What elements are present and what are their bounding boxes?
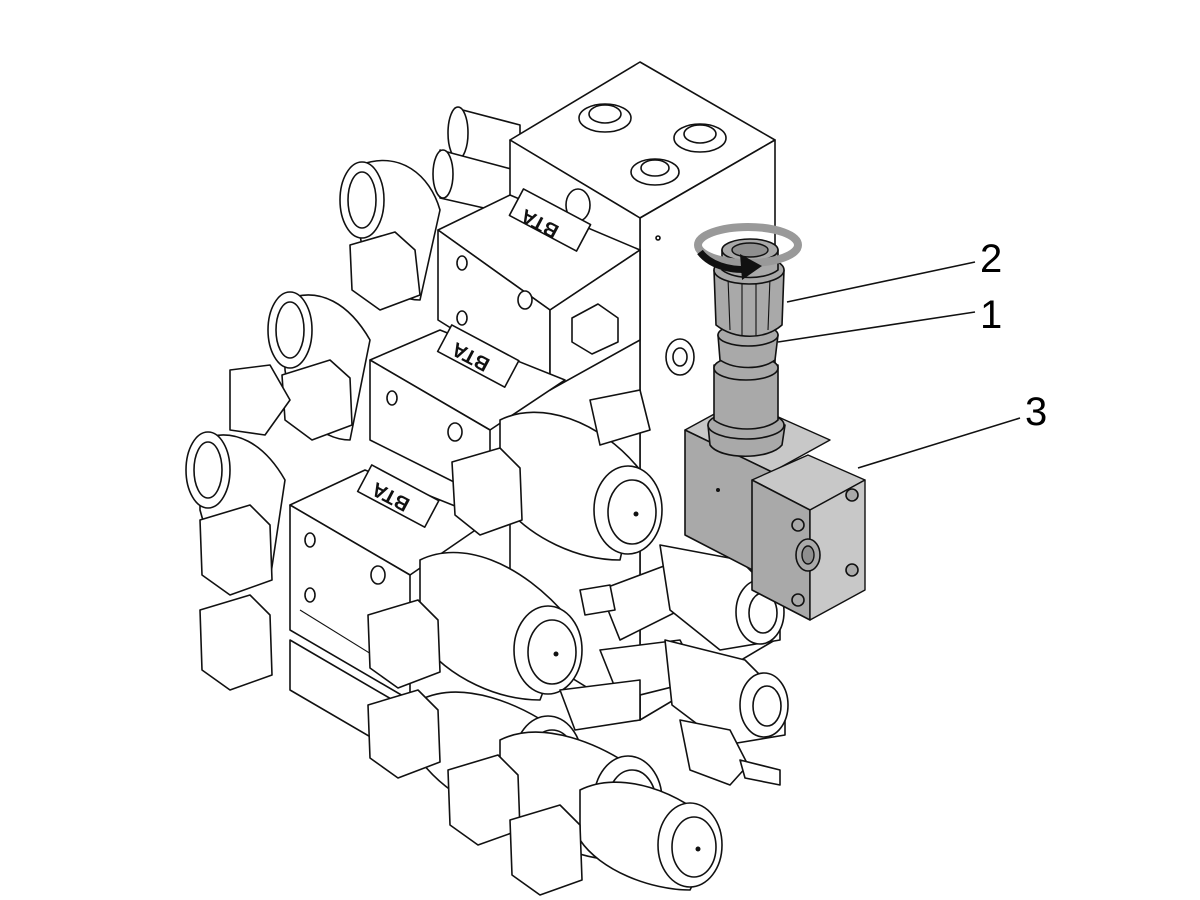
leader-line-2 <box>786 261 976 303</box>
callout-3: 3 <box>1025 390 1047 434</box>
leader-line-3 <box>857 417 1021 469</box>
leader-line-1 <box>777 311 976 343</box>
callout-2: 2 <box>980 237 1002 281</box>
front-coils <box>367 411 723 896</box>
rotation-arrow-icon <box>694 223 802 280</box>
callout-labels: 2 1 3 <box>777 237 1047 469</box>
valve-adjuster <box>707 238 786 458</box>
adjustment-knobs <box>559 389 789 786</box>
callout-1: 1 <box>980 293 1002 337</box>
solenoid-stack: BTA BTA BTA <box>185 159 641 761</box>
rear-connectors <box>432 106 521 216</box>
